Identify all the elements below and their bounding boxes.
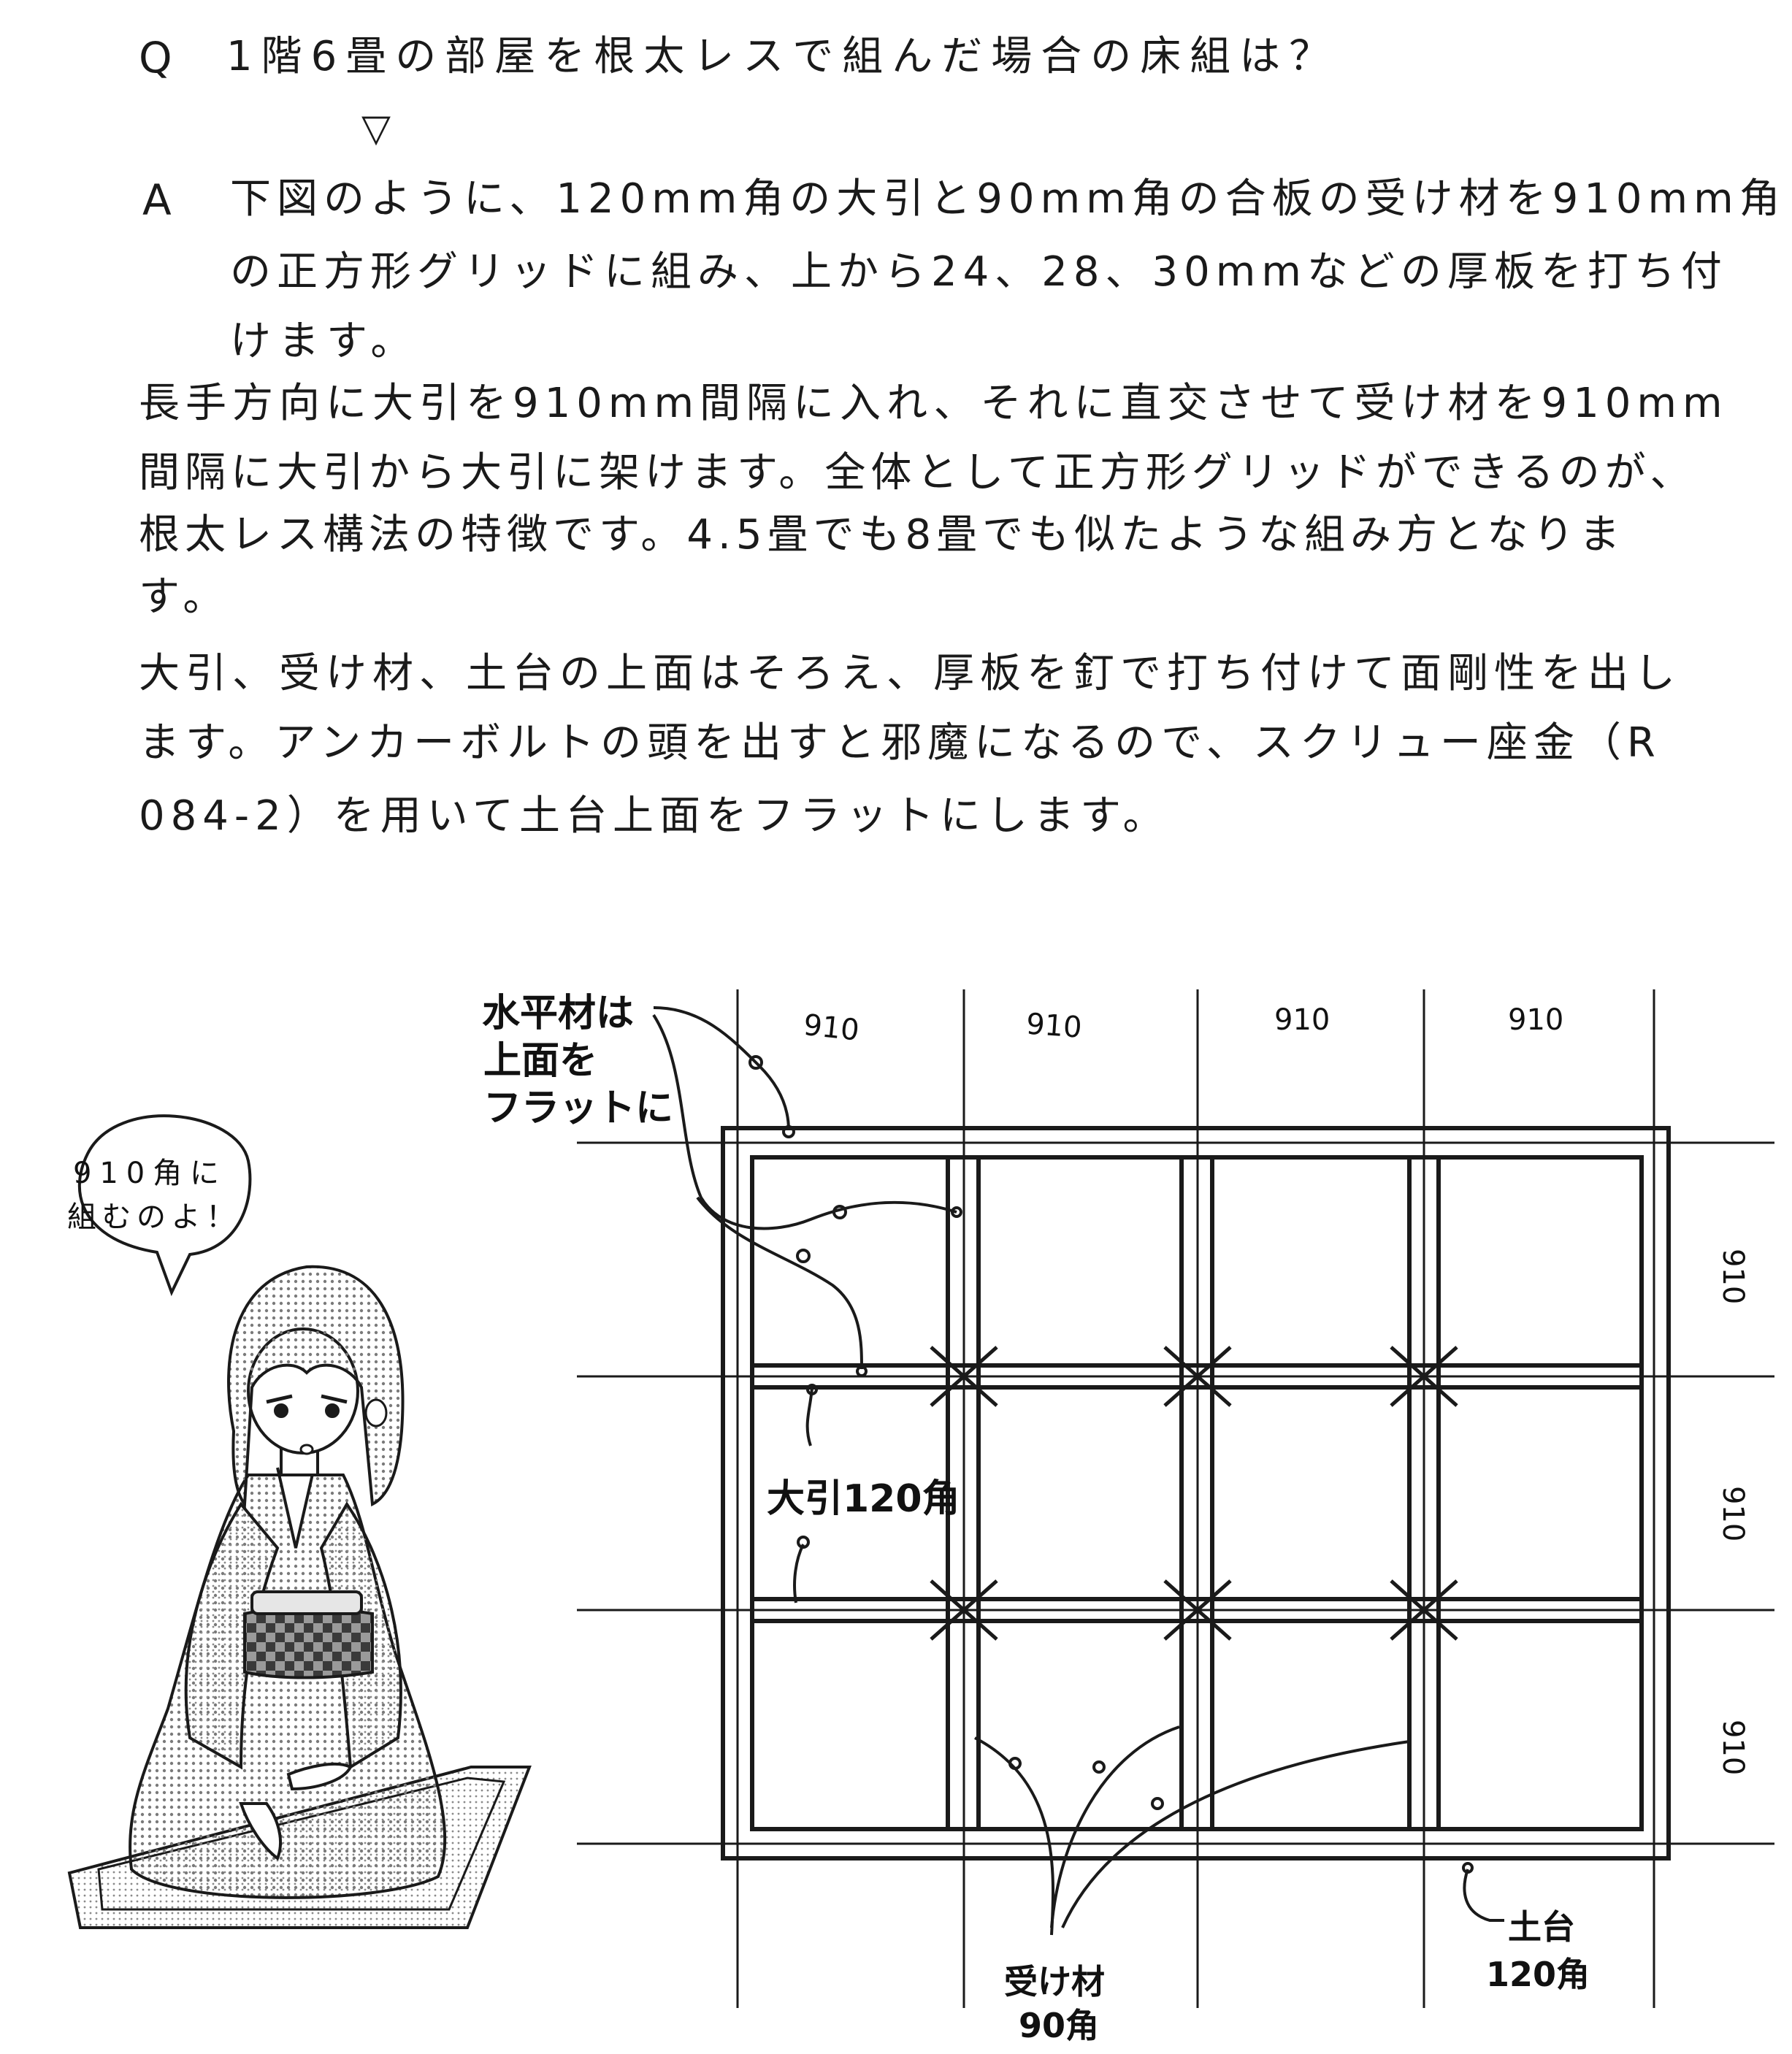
- para2-line-1: 大引、受け材、土台の上面はそろえ、厚板を釘で打ち付けて面剛性を出し: [139, 650, 1681, 697]
- top-dim-1: 910: [802, 1008, 861, 1048]
- answer-line-3: けます。: [230, 318, 419, 365]
- label-flat-line1: 水平材は: [482, 992, 634, 1035]
- dodai-inner: [750, 1155, 1644, 1831]
- ukezai-members: [946, 1157, 1441, 1829]
- label-flat-line3: フラットに: [483, 1087, 673, 1130]
- top-dimension-labels: 910 910 910 910: [802, 1003, 1563, 1048]
- para2-line-3: 084-2）を用いて土台上面をフラットにします。: [139, 792, 1170, 840]
- para1-line-1: 長手方向に大引を910mm間隔に入れ、それに直交させて受け材を910mm: [139, 380, 1728, 427]
- para1-line-4: す。: [139, 573, 231, 621]
- answer-marker: A: [142, 175, 172, 225]
- answer-line-1: 下図のように、120mm角の大引と90mm角の合板の受け材を910mm角: [230, 175, 1786, 223]
- obiki-beams: [752, 1363, 1642, 1623]
- side-dim-1: 910: [1716, 1249, 1750, 1304]
- speech-line-2: 組むのよ！: [67, 1200, 235, 1234]
- label-obiki: 大引120角: [767, 1477, 960, 1521]
- para1-line-3: 根太レス構法の特徴です。4.5畳でも8畳でも似たような組み方となりま: [139, 511, 1626, 559]
- top-dim-4: 910: [1508, 1003, 1563, 1037]
- dodai-outer: [721, 1126, 1671, 1861]
- question-text: 1階6畳の部屋を根太レスで組んだ場合の床組は？: [226, 33, 1339, 80]
- question-marker: Q: [139, 33, 172, 83]
- left-hand: [239, 1802, 283, 1861]
- obi-sash: [243, 1606, 374, 1679]
- kimono-girl-illustration: [67, 1265, 532, 1929]
- side-dimension-labels: 910 910 910: [1716, 1249, 1750, 1775]
- label-ukezai-line2: 90角: [1019, 2006, 1099, 2045]
- grid-lines-horizontal: [577, 1141, 1774, 1845]
- annotation-labels: 水平材は 上面を フラットに 大引120角 受け材 90角 土台 120角: [482, 992, 1590, 2045]
- answer-line-2: の正方形グリッドに組み、上から24、28、30mmなどの厚板を打ち付: [230, 248, 1728, 296]
- label-dodai-line2: 120角: [1486, 1955, 1590, 1994]
- girl-hair: [227, 1265, 405, 1509]
- label-flat-line2: 上面を: [483, 1039, 597, 1083]
- floor-framing-diagram: [577, 989, 1774, 2008]
- leader-lines: [652, 1006, 1504, 1936]
- label-dodai-line1: 土台: [1508, 1907, 1575, 1947]
- side-dim-3: 910: [1716, 1720, 1750, 1775]
- para2-line-2: ます。アンカーボルトの頭を出すと邪魔になるので、スクリュー座金（R: [139, 719, 1661, 767]
- side-dim-2: 910: [1716, 1486, 1750, 1541]
- speech-bubble: 910角に 組むのよ！: [67, 1114, 252, 1297]
- top-dim-2: 910: [1025, 1008, 1083, 1045]
- label-ukezai-line1: 受け材: [1004, 1962, 1105, 2001]
- right-hand: [286, 1762, 353, 1791]
- para1-line-2: 間隔に大引から大引に架けます。全体として正方形グリッドができるのが、: [139, 449, 1696, 497]
- top-dim-3: 910: [1274, 1003, 1330, 1037]
- down-arrow-icon: ▽: [361, 107, 391, 150]
- post-x-marks: [930, 1346, 1458, 1641]
